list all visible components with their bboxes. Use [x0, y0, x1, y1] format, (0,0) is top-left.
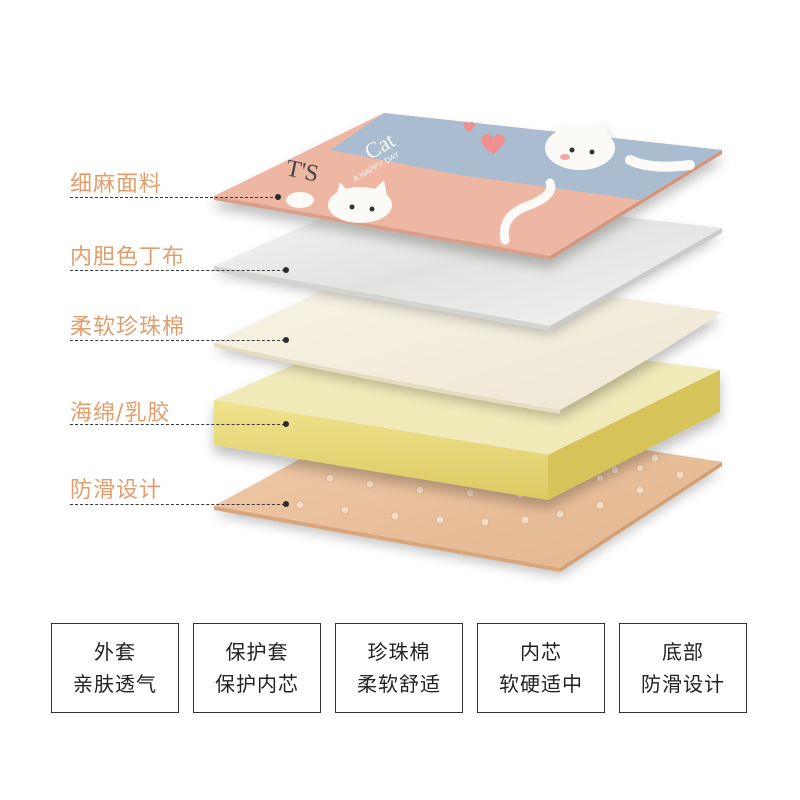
layer-label-fabric: 细麻面料 [70, 172, 163, 197]
feature-box-core: 内芯 软硬适中 [477, 623, 605, 713]
cat-tail-icon [499, 178, 556, 245]
leader-dot-lining [283, 267, 289, 273]
feature-box-row: 外套 亲肤透气 保护套 保护内芯 珍珠棉 柔软舒适 内芯 软硬适中 底部 防滑设… [51, 623, 751, 715]
feature-desc: 保护内芯 [215, 672, 299, 696]
feature-box-protector: 保护套 保护内芯 [193, 623, 321, 713]
feature-title: 内芯 [520, 640, 562, 664]
feature-desc: 防滑设计 [641, 672, 725, 696]
layer-label-antislip: 防滑设计 [70, 478, 163, 503]
leader-line-sponge [70, 424, 285, 425]
feature-title: 珍珠棉 [367, 640, 431, 664]
feature-box-pearl: 珍珠棉 柔软舒适 [335, 623, 463, 713]
fabric-cover-layer: T'S Cat A HAPPY DAY [214, 113, 722, 260]
leader-line-pearl [70, 340, 285, 341]
feature-desc: 软硬适中 [499, 672, 583, 696]
feature-title: 保护套 [225, 640, 289, 664]
antislip-dots [295, 453, 685, 527]
leader-line-fabric [70, 197, 278, 198]
feature-box-cover: 外套 亲肤透气 [51, 623, 179, 713]
heart-icon [481, 134, 505, 154]
leader-dot-fabric [275, 194, 281, 200]
feature-box-bottom: 底部 防滑设计 [619, 623, 747, 713]
leader-dot-pearl [283, 337, 289, 343]
layer-label-pearl: 柔软珍珠棉 [70, 315, 186, 340]
feature-desc: 柔软舒适 [357, 672, 441, 696]
feature-title: 底部 [662, 640, 704, 664]
layer-label-sponge: 海绵/乳胶 [70, 401, 171, 426]
layer-label-lining: 内胆色丁布 [70, 245, 186, 270]
cat-face-icon [328, 180, 392, 223]
heart-icon [463, 122, 475, 132]
leader-dot-sponge [283, 421, 289, 427]
layer-stack-illustration: T'S Cat A HAPPY DAY [214, 113, 722, 572]
leader-line-lining [70, 270, 285, 271]
feature-title: 外套 [94, 640, 136, 664]
leader-dot-antislip [283, 501, 289, 507]
cat-face-icon [545, 118, 615, 170]
feature-desc: 亲肤透气 [73, 672, 157, 696]
leader-line-antislip [70, 504, 285, 505]
